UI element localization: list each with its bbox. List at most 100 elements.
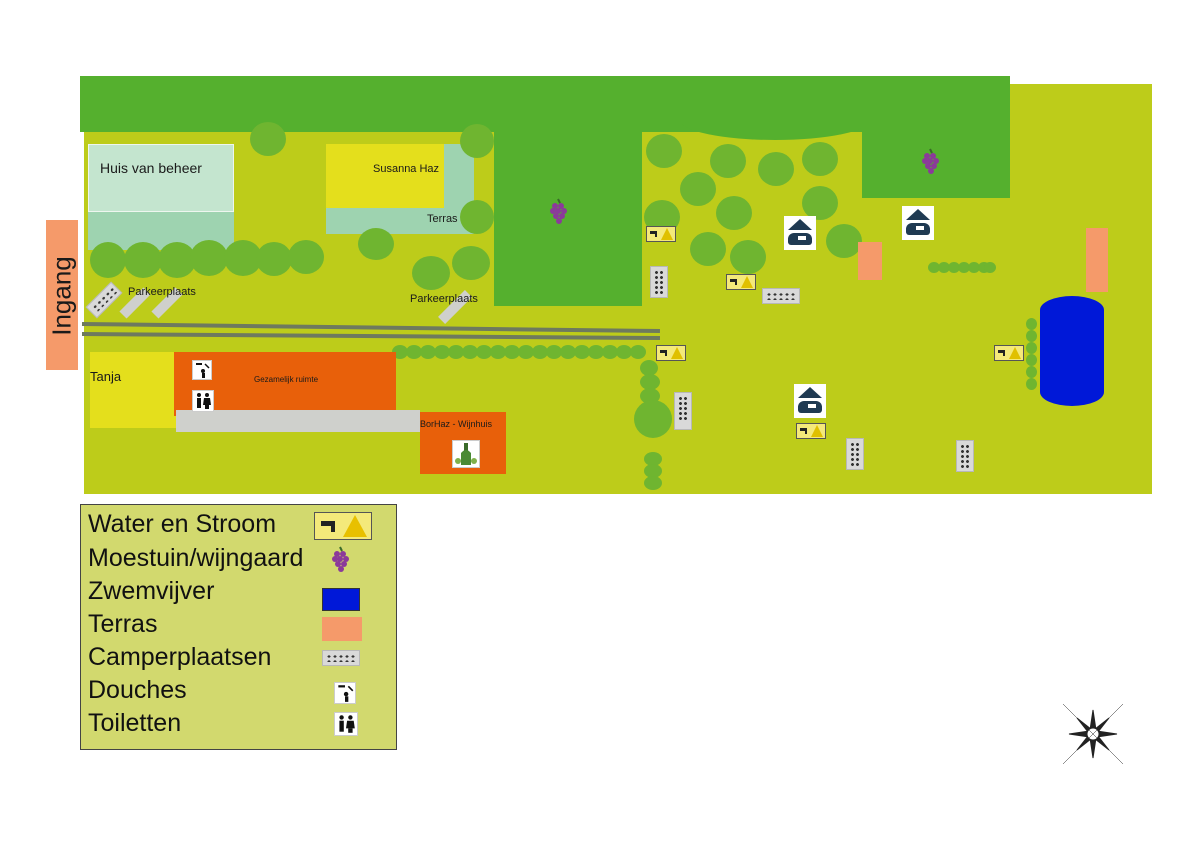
- caravan-icon[interactable]: [902, 206, 934, 240]
- terrace-swatch: [858, 242, 882, 280]
- camper-spot-icon[interactable]: [674, 392, 692, 430]
- vineyard-block-center: [494, 120, 642, 306]
- common-room-label: Gezamelijk ruimte: [254, 375, 319, 384]
- camper-spot-icon[interactable]: [762, 288, 800, 304]
- hedge-dot: [1026, 378, 1037, 390]
- hedge-dot: [928, 262, 940, 273]
- hedge-dot: [518, 345, 534, 359]
- toilet-icon: [334, 712, 358, 736]
- susanna-label: Susanna Haz: [373, 163, 440, 175]
- tree: [646, 134, 682, 168]
- camper-spot-icon: [322, 650, 360, 666]
- hedge-dot: [1026, 354, 1037, 366]
- legend-label-shower: Douches: [88, 676, 187, 704]
- water-power-icon: [656, 345, 686, 361]
- water-power-icon: [314, 512, 372, 540]
- hedge-dot: [644, 476, 662, 490]
- common-room-walkway: [176, 410, 420, 432]
- terrace-label: Terras: [427, 213, 458, 225]
- tree: [826, 224, 862, 258]
- camper-spot-icon[interactable]: [650, 266, 668, 298]
- hedge-dot: [644, 464, 662, 478]
- house-label: Huis van beheer: [100, 160, 202, 176]
- hedge-dot: [392, 345, 408, 359]
- tree: [452, 246, 490, 280]
- tree: [288, 240, 324, 274]
- terrace-pale-bottom: [326, 208, 474, 234]
- tree: [460, 200, 494, 234]
- winehouse-label: BorHaz - Wijnhuis: [420, 419, 493, 429]
- grapes-icon: [550, 198, 567, 224]
- tree: [680, 172, 716, 206]
- hedge-dot: [984, 262, 996, 273]
- water-power-icon: [726, 274, 756, 290]
- entrance-label: Ingang: [46, 256, 77, 336]
- tanja-label: Tanja: [90, 369, 122, 384]
- hedge-dot: [532, 345, 548, 359]
- hedge-dot: [640, 374, 660, 390]
- hedge-dot: [448, 345, 464, 359]
- terrace-swatch: [322, 617, 362, 641]
- hedge-dot: [948, 262, 960, 273]
- legend-label-terrace: Terras: [88, 610, 158, 638]
- tree: [190, 240, 228, 276]
- grapes-icon: [922, 148, 939, 174]
- parking-left-label: Parkeerplaats: [128, 286, 196, 298]
- toilet-icon: [192, 390, 214, 412]
- hedge-dot: [420, 345, 436, 359]
- hedge-dot: [644, 452, 662, 466]
- hedge-dot: [504, 345, 520, 359]
- wine-bottle-icon: [452, 440, 480, 468]
- hedge-dot: [546, 345, 562, 359]
- camper-spot-icon[interactable]: [956, 440, 974, 472]
- hedge-dot: [602, 345, 618, 359]
- legend-label-garden: Moestuin/wijngaard: [88, 544, 304, 572]
- tree: [460, 124, 494, 158]
- hedge-dot: [490, 345, 506, 359]
- tanja-building: [90, 352, 180, 428]
- hedge-dot: [938, 262, 950, 273]
- hedge-dot: [1026, 330, 1037, 342]
- tree: [634, 400, 672, 438]
- hedge-dot: [434, 345, 450, 359]
- susanna-building: [326, 144, 446, 208]
- hedge-dot: [1026, 342, 1037, 354]
- tree: [256, 242, 292, 276]
- hedge-dot: [476, 345, 492, 359]
- shower-icon: [334, 682, 356, 704]
- hedge-dot: [958, 262, 970, 273]
- water-power-icon: [796, 423, 826, 439]
- shower-icon: [192, 360, 212, 380]
- caravan-icon[interactable]: [784, 216, 816, 250]
- legend-label-camper: Camperplaatsen: [88, 643, 272, 671]
- tree: [710, 144, 746, 178]
- pond-swatch: [322, 588, 360, 611]
- hedge-dot: [968, 262, 980, 273]
- top-hedge-curve: [680, 100, 870, 140]
- parking-right-label: Parkeerplaats: [410, 293, 478, 305]
- hedge-dot: [574, 345, 590, 359]
- house-roof: [88, 144, 234, 212]
- tree: [158, 242, 196, 278]
- tree: [690, 232, 726, 266]
- entrance[interactable]: [46, 220, 78, 370]
- tree: [412, 256, 450, 290]
- tree: [758, 152, 794, 186]
- tree: [358, 228, 394, 260]
- legend-label-pond: Zwemvijver: [88, 577, 215, 605]
- grapes-icon: [332, 546, 349, 572]
- legend-label-toilet: Toiletten: [88, 709, 182, 737]
- tree: [802, 142, 838, 176]
- tree: [224, 240, 262, 276]
- hedge-dot: [1026, 366, 1037, 378]
- hedge-dot: [1026, 318, 1037, 330]
- hedge-dot: [616, 345, 632, 359]
- tree: [730, 240, 766, 274]
- hedge-dot: [560, 345, 576, 359]
- water-power-icon: [646, 226, 676, 242]
- camper-spot-icon[interactable]: [846, 438, 864, 470]
- compass-rose-icon: [1062, 703, 1124, 765]
- tree: [124, 242, 162, 278]
- hedge-dot: [640, 360, 658, 376]
- caravan-icon[interactable]: [794, 384, 826, 418]
